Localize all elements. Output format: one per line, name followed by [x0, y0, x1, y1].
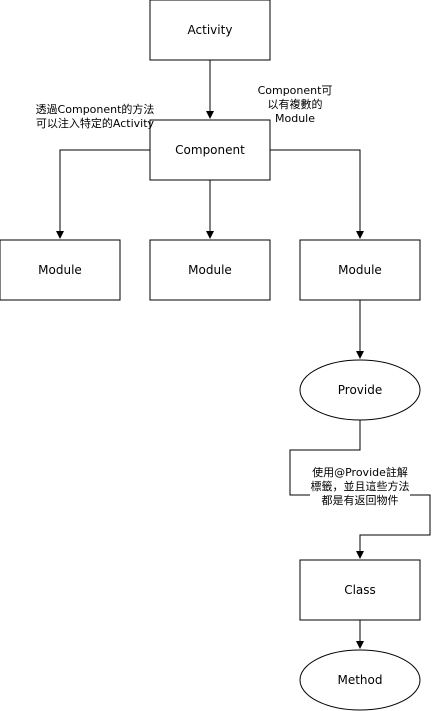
module-left-box [0, 239, 121, 301]
component-label: Component [175, 143, 245, 157]
note-provide-annotation: 使用@Provide註解標籤，並且這些方法都是有返回物件 [310, 466, 410, 508]
provide-label: Provide [338, 383, 382, 397]
component-box [149, 119, 271, 181]
module-right-box [299, 239, 421, 301]
provide-ellipse [299, 359, 421, 421]
note-inject-activity: 透過Component的方法可以注入特定的Activity [35, 103, 155, 130]
note-multiple-modules: Component可以有複數的Module [257, 84, 333, 125]
method-label: Method [337, 673, 382, 687]
edge-component-module-right [270, 149, 364, 239]
module-right-label: Module [338, 263, 382, 277]
edge-component-module-left [56, 149, 150, 239]
module-left-label: Module [38, 263, 82, 277]
class-label: Class [344, 583, 376, 597]
class-box [299, 559, 421, 621]
activity-box [149, 0, 271, 61]
module-middle-box [149, 239, 271, 301]
activity-label: Activity [188, 23, 233, 37]
module-middle-label: Module [188, 263, 232, 277]
method-ellipse [299, 649, 421, 711]
